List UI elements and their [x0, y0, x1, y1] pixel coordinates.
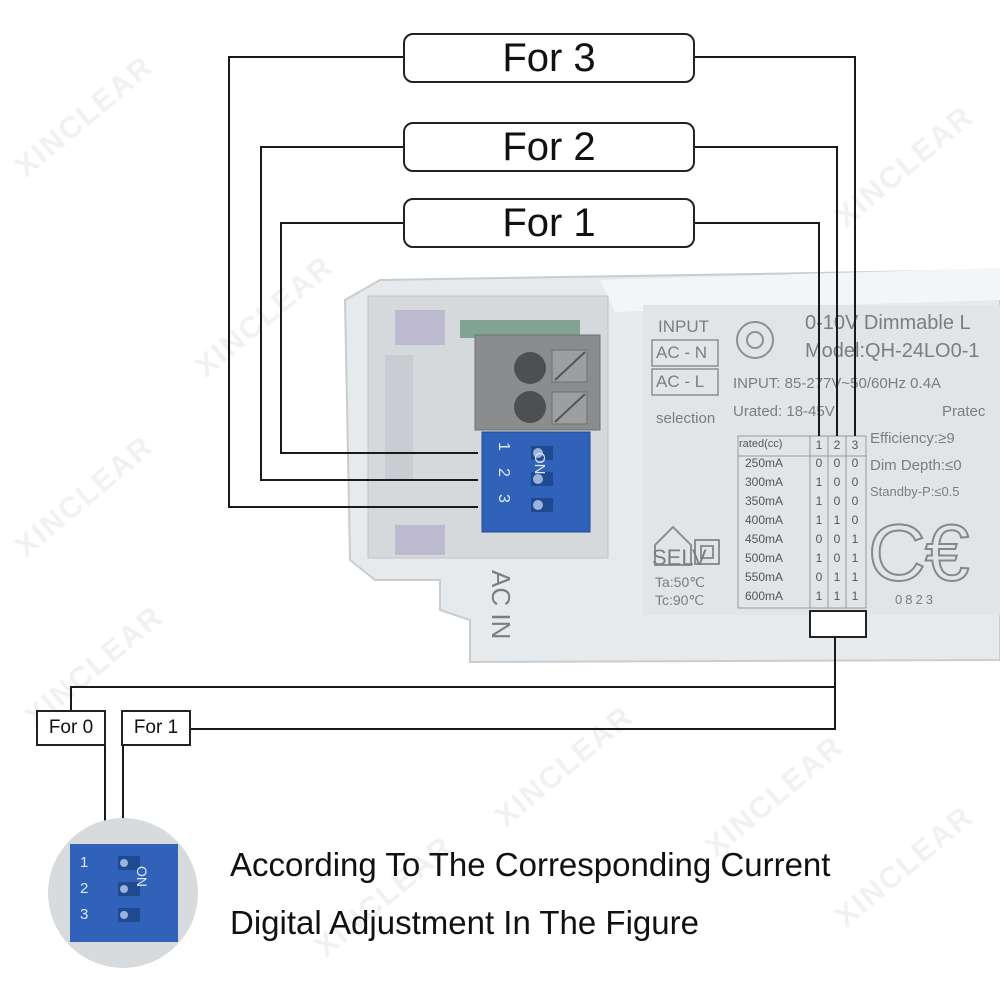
- selection-label: selection: [656, 410, 716, 427]
- dip-zoom-number-3: 3: [80, 906, 89, 923]
- for-3-label: For 3: [403, 33, 695, 83]
- dip-number-2: 2: [495, 468, 512, 477]
- dip-number-1: 1: [495, 442, 512, 451]
- for-1-small-label: For 1: [121, 710, 191, 746]
- table-cell: 1: [851, 570, 859, 584]
- device-model: Model:QH-24LO0-1: [805, 340, 980, 362]
- for-2-label: For 2: [403, 122, 695, 172]
- dip-on-label: ON: [531, 452, 548, 475]
- table-cell: 1: [815, 494, 823, 508]
- table-cell: 1: [815, 589, 823, 603]
- standby-label: Standby-P:≤0.5: [870, 484, 960, 499]
- dip-switch-zoom: 1 2 3 ON: [70, 844, 178, 942]
- tc-label: Tc:90℃: [655, 592, 705, 608]
- table-cell: 0: [833, 494, 841, 508]
- table-cell: 0: [851, 475, 859, 489]
- caption-line-1: According To The Corresponding Current: [230, 846, 831, 883]
- table-cell: 1: [851, 589, 859, 603]
- selv-label: SELV: [652, 545, 707, 570]
- table-cell: 550mA: [745, 570, 784, 584]
- device-title: 0-10V Dimmable L: [805, 312, 971, 334]
- dip-callout-box: [809, 610, 867, 638]
- dip-zoom-on-label: ON: [134, 866, 150, 887]
- table-cell: 0: [815, 570, 823, 584]
- efficiency-label: Efficiency:≥9: [870, 430, 955, 447]
- screw-pad-bottom: [395, 525, 445, 555]
- dip-zoom-number-1: 1: [80, 854, 89, 871]
- table-cell: 1: [833, 513, 841, 527]
- table-cell: 1: [815, 551, 823, 565]
- table-cell: 1: [815, 475, 823, 489]
- table-cell: 0: [833, 475, 841, 489]
- table-cell: 0: [815, 456, 823, 470]
- table-cell: 0: [815, 532, 823, 546]
- table-cell: 1: [833, 570, 841, 584]
- screw-pad-top: [395, 310, 445, 345]
- for-0-small-label: For 0: [36, 710, 106, 746]
- table-cell: 400mA: [745, 513, 784, 527]
- table-cell: 0: [851, 494, 859, 508]
- code-label: 0823: [895, 592, 936, 607]
- table-cell: 450mA: [745, 532, 784, 546]
- table-cell: 600mA: [745, 589, 784, 603]
- dip-zoom-inset: 1 2 3 ON: [48, 818, 198, 968]
- table-header-cell: 3: [851, 438, 859, 452]
- table-cell: 1: [815, 513, 823, 527]
- table-cell: 0: [833, 551, 841, 565]
- ta-label: Ta:50℃: [655, 574, 705, 590]
- dip-number-3: 3: [495, 494, 512, 503]
- table-cell: 0: [851, 456, 859, 470]
- ac-l-label: AC - L: [656, 372, 705, 391]
- svg-text:€: €: [925, 508, 970, 597]
- dim-depth-label: Dim Depth:≤0: [870, 457, 962, 474]
- table-header-cell: rated(cc): [739, 438, 783, 450]
- table-header-cell: 2: [833, 438, 841, 452]
- table-cell: 300mA: [745, 475, 784, 489]
- ac-in-label: AC IN: [486, 570, 516, 640]
- for-1-label: For 1: [403, 198, 695, 248]
- table-cell: 500mA: [745, 551, 784, 565]
- table-header: rated(cc) 1 2 3: [739, 438, 866, 456]
- table-cell: 0: [833, 532, 841, 546]
- urated-spec: Urated: 18-45V: [733, 403, 835, 420]
- table-header-cell: 1: [815, 438, 823, 452]
- table-cell: 1: [833, 589, 841, 603]
- protect-label: Pratec: [942, 403, 986, 420]
- caption-line-2: Digital Adjustment In The Figure: [230, 904, 699, 941]
- table-cell: 1: [851, 551, 859, 565]
- dip-zoom-number-2: 2: [80, 880, 89, 897]
- input-label: INPUT: [658, 317, 709, 336]
- svg-text:C: C: [868, 508, 926, 597]
- ac-n-label: AC - N: [656, 343, 707, 362]
- table-cell: 250mA: [745, 456, 784, 470]
- table-cell: 1: [851, 532, 859, 546]
- table-cell: 0: [851, 513, 859, 527]
- table-cell: 0: [833, 456, 841, 470]
- table-cell: 350mA: [745, 494, 784, 508]
